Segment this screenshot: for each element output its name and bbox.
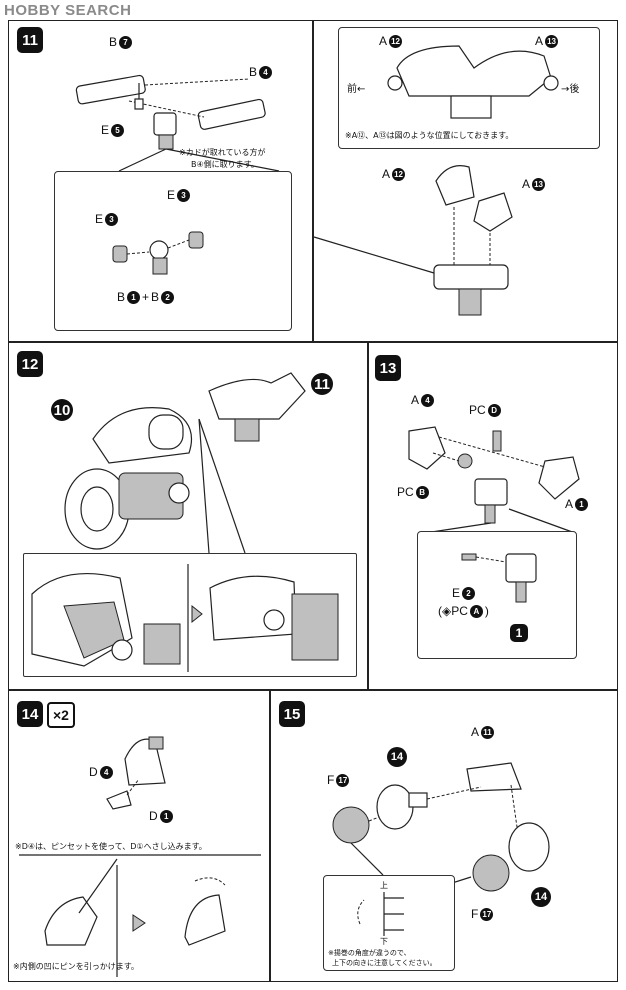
step-13-detail-diagram xyxy=(461,553,537,603)
part-callout-10: 10 xyxy=(51,399,73,421)
step-number-13: 13 xyxy=(375,355,401,381)
step-number-11: 11 xyxy=(17,27,43,53)
step-12-assembly-diagram xyxy=(64,372,306,554)
part-callout-11: 11 xyxy=(311,373,333,395)
step-11-assembly-diagram xyxy=(313,165,513,316)
step-13-parts-diagram xyxy=(408,426,580,534)
step-number-14: 14 xyxy=(17,701,43,727)
note-direction-line2: B④側に取ります。 xyxy=(191,160,259,169)
label-up: 上 xyxy=(380,881,388,890)
step-12-detail-diagram xyxy=(31,564,339,672)
step-15-detail-diagram xyxy=(357,892,404,936)
step-11-part-diagram xyxy=(75,74,280,172)
note-direction-line1: ※カドが取れている方が xyxy=(179,148,266,157)
note-tweezers: ※D④は、ピンセットを使って、D①へさし込みます。 xyxy=(15,842,207,851)
part-callout-14-bottom: 14 xyxy=(531,887,551,907)
direction-rear: →後 xyxy=(561,84,580,95)
step-15-detail-inset: 上 下 ※揚巻の角度が違うので、 上下の向きに注意してください。 xyxy=(323,875,455,971)
note-position: ※A⑫、A⑬は図のような位置にしておきます。 xyxy=(345,131,514,140)
hobby-search-logo: HOBBY SEARCH xyxy=(4,2,132,19)
part-callout-1: 1 xyxy=(510,624,528,642)
step-number-12: 12 xyxy=(17,351,43,377)
step-11-position-diagram xyxy=(387,45,559,119)
multiplier-badge: ×2 xyxy=(47,702,75,728)
step-number-15: 15 xyxy=(279,701,305,727)
direction-front: 前← xyxy=(347,84,366,95)
step-15-parts-diagram xyxy=(332,762,550,892)
note-pin: ※内側の凹にピンを引っかけます。 xyxy=(13,962,139,971)
step-14-parts-diagram xyxy=(19,736,261,977)
step-11-detail-diagram xyxy=(112,231,204,275)
note-angle-line1: ※揚巻の角度が違うので、 xyxy=(328,949,411,957)
label-down: 下 xyxy=(380,937,388,946)
step-12-panel: 12 10 11 xyxy=(8,342,368,690)
header: HOBBY SEARCH xyxy=(0,0,626,22)
step-12-detail-inset xyxy=(23,553,357,677)
note-angle-line2: 上下の向きに注意してください。 xyxy=(332,959,437,967)
part-callout-14-top: 14 xyxy=(387,747,407,767)
